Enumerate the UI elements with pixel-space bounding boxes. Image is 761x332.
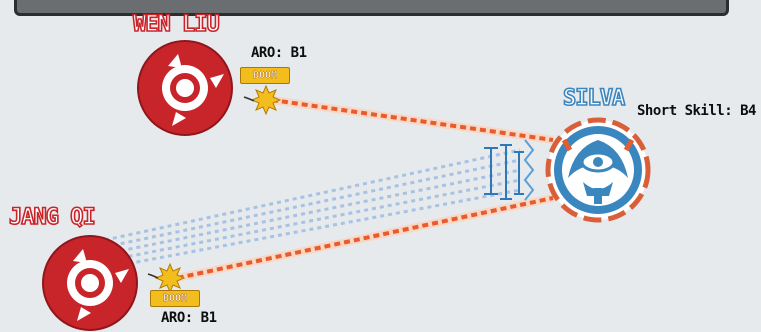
burst-icon xyxy=(243,84,282,116)
wen-liu-boom-badge: BOOM xyxy=(240,67,290,84)
silva-skill-stat: Short Skill: B4 xyxy=(637,103,756,119)
wen-liu-name: WEN LIU xyxy=(132,12,220,37)
silva-token[interactable] xyxy=(545,117,651,223)
combat-unit-icon xyxy=(162,54,224,126)
wen-liu-token[interactable] xyxy=(137,40,233,136)
combat-unit-icon xyxy=(67,249,129,321)
jang-qi-aro-stat: ARO: B1 xyxy=(161,310,217,326)
silva-name: SILVA xyxy=(562,86,626,111)
jang-qi-boom-badge: BOOM xyxy=(150,290,200,307)
wen-liu-aro-stat: ARO: B1 xyxy=(251,45,307,61)
wen-liu-aro-line xyxy=(271,96,554,144)
top-status-bar xyxy=(14,0,729,16)
blue-fire-lines xyxy=(104,148,521,270)
jang-qi-token[interactable] xyxy=(42,235,138,331)
eye-shield-icon xyxy=(561,138,635,204)
jang-qi-name: JANG QI xyxy=(8,205,96,230)
burst-icon xyxy=(147,262,186,294)
jang-qi-aro-line xyxy=(167,194,554,284)
energy-wall-icon xyxy=(484,139,535,201)
